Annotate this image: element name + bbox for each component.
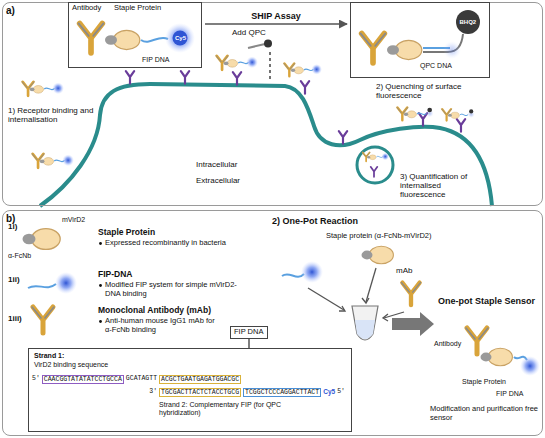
- strand-description: Strand 2: Complementary FIP (for QPC hyb…: [159, 401, 309, 417]
- node-label: QPC DNA: [420, 62, 452, 70]
- dna-sequence: 5': [337, 388, 345, 395]
- node-label: Cy5: [175, 35, 186, 42]
- panel: FIP DNA Strand 1:VirD2 binding sequence 5'…: [2, 210, 543, 436]
- annotation-label: 1iii): [8, 314, 22, 323]
- strand-description: VirD2 binding sequence: [34, 361, 108, 369]
- node-label: Antibody: [72, 4, 101, 13]
- annotation-label: FIP DNA: [496, 390, 524, 398]
- annotation-label: 1ii): [8, 275, 20, 284]
- inset-box: Antibody Staple ProteinCy5FIP DNA: [68, 2, 202, 68]
- endosome: [357, 147, 393, 183]
- node-label: FIP DNA: [142, 56, 170, 64]
- annotation-label: Staple Protein: [462, 378, 506, 386]
- sequence-box: Strand 1:VirD2 binding sequence5'CAACGGT…: [28, 348, 352, 432]
- annotation-label: 1) Receptor binding and internalisation: [8, 106, 94, 124]
- antibody-icon: [32, 307, 54, 333]
- annotation-label: Intracellular: [196, 160, 237, 169]
- dna-sequence: TGCGACTTACTCTACCTGCG: [159, 388, 241, 397]
- annotation-label: FIP-DNA: [98, 270, 132, 280]
- dna-sequence: TCGGCTCCCAGGACTTACT: [243, 388, 321, 397]
- annotation-label: 3) Quantification of internalised fluore…: [400, 172, 476, 200]
- dna-sequence: 5': [32, 375, 40, 382]
- connector: [248, 339, 250, 348]
- fip-dna-icon: [28, 272, 77, 294]
- annotation-label: Extracellular: [196, 176, 240, 185]
- dna-sequence: CAACGGTATATATCCTGCCA: [42, 375, 124, 384]
- annotation-label: Modified FIP system for simple mVirD2-DN…: [105, 281, 240, 298]
- annotation-label: 2) Quenching of surface fluorescence: [376, 82, 468, 100]
- annotation-label: mVirD2: [62, 216, 85, 224]
- node-label: FIP DNA: [234, 328, 263, 337]
- inset-box: BHQ2QPC DNA: [350, 2, 490, 78]
- quench-inset-illustration: [361, 10, 480, 63]
- cell-membrane: [40, 84, 492, 206]
- annotation-label: Modification and purification free senso…: [430, 405, 538, 422]
- annotation-label: Anti-human mouse IgG1 mAb for α-FcNb bin…: [105, 317, 223, 334]
- strand-heading: Strand 1:: [34, 352, 64, 360]
- dna-sequence: Cy5: [323, 388, 335, 395]
- dna-sequence: ACGCTGAATGAGATGGACGC: [159, 375, 241, 384]
- node-label: BHQ2: [460, 19, 477, 26]
- connector: [205, 23, 347, 25]
- annotation-label: mAb: [396, 266, 412, 275]
- annotation-label: Expressed recombinantly in bacteria: [105, 239, 255, 248]
- annotation-label: One-pot Staple Sensor: [438, 296, 535, 306]
- annotation-label: Staple Protein: [98, 228, 155, 238]
- label-box: FIP DNA: [230, 326, 268, 339]
- dna-sequence: GCATAGTT: [126, 375, 157, 382]
- reaction-inputs: [282, 246, 421, 305]
- tube: [352, 306, 378, 340]
- annotation-label: Antibody: [434, 340, 461, 348]
- panel-letter: a): [6, 5, 15, 17]
- edge-label: SHIP Assay: [251, 11, 301, 21]
- annotation-label: Add QPC: [232, 28, 266, 37]
- annotation-label: Monoclonal Antibody (mAb): [98, 306, 211, 316]
- tube-liquid: [355, 320, 375, 339]
- annotation-label: 1i): [8, 222, 17, 231]
- inset-illustration: [79, 23, 195, 53]
- annotation-label: 2) One-Pot Reaction: [272, 216, 358, 226]
- sensor-icon: [466, 328, 540, 376]
- staple-protein-icon: [23, 229, 61, 250]
- annotation-label: α-FcNb: [8, 252, 31, 260]
- dna-sequence: 3': [149, 388, 157, 395]
- node-label: Staple Protein: [114, 4, 161, 13]
- big-arrow: [392, 312, 434, 336]
- annotation-label: Staple protein (α-FcNb-mVirD2): [326, 232, 431, 241]
